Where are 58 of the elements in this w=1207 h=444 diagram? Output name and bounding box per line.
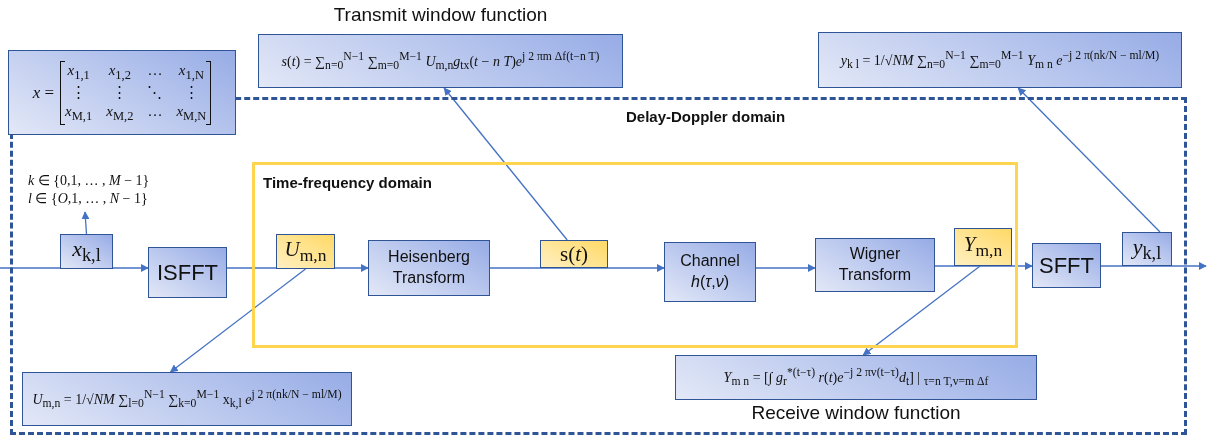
matrix-entry: x$_{M,2}$ [106, 101, 134, 125]
box-label: SFFT [1039, 252, 1094, 279]
symbol-label: x$_{k,l}$ [72, 236, 101, 267]
arrow [1017, 87, 1161, 233]
domain-region [252, 162, 1018, 348]
matrix-entry: ⋮ [182, 83, 200, 102]
symbol-label: s(t) [560, 241, 588, 267]
formula-box [8, 50, 236, 135]
arrow [443, 87, 568, 241]
matrix-entry: ⋱ [147, 83, 163, 102]
arrow [489, 264, 665, 272]
matrix-entry: x$_{1,1}$ [66, 60, 91, 84]
box-label: Wigner Transform [837, 244, 913, 285]
symbol-box [1122, 232, 1172, 266]
process-box [148, 247, 227, 298]
matrix-entry: x$_{1,2}$ [107, 60, 132, 84]
arrow [1100, 262, 1207, 270]
matrix-entry: … [147, 60, 163, 80]
matrix-entry: x$_{1,N}$ [177, 60, 205, 84]
process-box [1032, 243, 1101, 288]
formula-text: s(t) = ∑$_{n=0}$$^{N−1}$ ∑$_{m=0}$$^{M−1}$ U$_{m,n}$g$_{tx}$(t −n T)e$^{j 2 πm Δf(t−n T)}$ [281, 49, 600, 73]
process-box [815, 238, 935, 292]
symbol-label: y$_{k,l}$ [1132, 233, 1162, 265]
caption-text: Receive window function [750, 402, 962, 424]
arrow [81, 211, 90, 235]
matrix-entry: ⋮ [70, 83, 88, 102]
formula-text: Y$_{m n}$ = [∫ g$_{r}$$^{*(t−τ)}$ r(t)e$^{−j 2 πv(t−τ)}$d$_{t}$] | $_{τ=n T,v=m Δf}$ [723, 366, 989, 389]
formula-text: U$_{m,n}$ = 1/√NM ∑$_{l=0}$$^{N−1}$ ∑$_{k=0}$$^{M−1}$ x$_{k,l}$ e$^{j 2 π(nk/N − ml/M)}$ [32, 387, 342, 411]
symbol-label: U$_{m,n}$ [284, 236, 327, 267]
symbol-box [540, 240, 608, 268]
formula-box [675, 355, 1037, 400]
process-box [368, 240, 490, 296]
arrow [755, 264, 816, 272]
region-label: Delay-Doppler domain [626, 108, 786, 125]
index-set-text: l ∈ {O,1, … , N − 1} [28, 190, 149, 209]
formula-text: y$_{k l}$ = 1/√NM ∑$_{n=0}$$^{N−1}$ ∑$_{m=0}$$^{M−1}$ Y$_{m n}$ e$^{−j 2 π(nk/N − ml/M)}$ [840, 48, 1160, 72]
index-set-text: k ∈ {0,1, … , M − 1} [28, 172, 151, 190]
arrow [169, 268, 307, 373]
formula-box [258, 34, 623, 88]
caption-text: Transmit window function [332, 4, 549, 26]
formula-box [22, 372, 352, 426]
box-label: Channel h(τ,ν) [679, 251, 741, 292]
formula-text: x = [32, 82, 55, 103]
box-label: ISFFT [156, 259, 219, 286]
region-label: Time-frequency domain [263, 174, 432, 191]
matrix-entry: x$_{M,N}$ [176, 101, 207, 125]
symbol-label: Y$_{m,n}$ [963, 232, 1003, 262]
symbol-box [276, 234, 335, 269]
formula-box [818, 32, 1182, 88]
process-box [664, 242, 756, 302]
matrix-entry: … [147, 101, 163, 121]
symbol-box [60, 234, 113, 269]
matrix-entry: ⋮ [111, 83, 129, 102]
box-label: Heisenberg Transform [387, 247, 471, 288]
matrix-entry: x$_{M,1}$ [65, 101, 93, 125]
arrow [934, 262, 1033, 270]
arrow [862, 265, 981, 356]
symbol-box [954, 228, 1012, 266]
